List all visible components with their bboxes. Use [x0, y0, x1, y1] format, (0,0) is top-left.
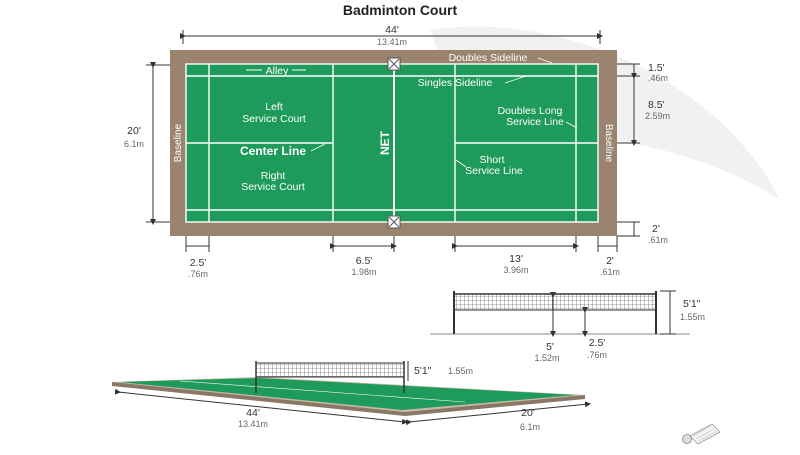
svg-text:1.5': 1.5'	[648, 62, 665, 74]
right-service-court-line2: Service Court	[241, 181, 305, 193]
net-label: NET	[378, 130, 392, 155]
dim-length-m: 13.41m	[377, 37, 407, 47]
svg-text:13.41m: 13.41m	[238, 419, 268, 429]
dim-short-to-long: 13' 3.96m	[452, 236, 579, 275]
svg-text:1.55m: 1.55m	[448, 366, 473, 376]
svg-text:44': 44'	[246, 407, 260, 419]
baseline-left-label: Baseline	[173, 123, 184, 162]
dim-width-m: 6.1m	[124, 139, 144, 149]
dim-service-depth: 8.5' 2.59m	[617, 73, 670, 146]
right-service-court-line1: Right	[261, 170, 286, 182]
svg-text:6.1m: 6.1m	[520, 422, 540, 432]
alley-label: Alley	[246, 65, 306, 77]
svg-text:1.98m: 1.98m	[351, 267, 376, 277]
svg-text:5'1": 5'1"	[683, 298, 701, 310]
doubles-long-service-line2: Service Line	[506, 116, 564, 128]
svg-text:3.96m: 3.96m	[503, 265, 528, 275]
svg-text:.46m: .46m	[648, 73, 668, 83]
perspective-court: 5'1" 1.55m 44' 13.41m 20' 6.1m	[112, 361, 591, 432]
singles-sideline-label: Singles Sideline	[418, 77, 493, 89]
net-post-bottom	[387, 215, 401, 229]
baseline-right-label: Baseline	[603, 124, 614, 163]
net-post-top	[387, 57, 401, 71]
center-line-label: Center Line	[240, 144, 306, 158]
dim-net-to-short: 6.5' 1.98m	[330, 236, 397, 277]
net-side-view: 5'1" 1.55m 5' 1.52m 2.5' .76m	[430, 290, 705, 363]
left-service-court-line1: Left	[265, 101, 283, 113]
svg-text:1.55m: 1.55m	[680, 312, 705, 322]
svg-text:.61m: .61m	[648, 235, 668, 245]
svg-text:6.5': 6.5'	[356, 255, 373, 267]
svg-text:5': 5'	[546, 341, 554, 353]
short-service-line2: Service Line	[465, 165, 523, 177]
svg-text:1.52m: 1.52m	[534, 353, 559, 363]
dim-width-ft: 20'	[127, 125, 141, 137]
dim-width: 20' 6.1m	[124, 62, 170, 225]
dim-back-bottom-right: 2' .61m	[597, 236, 620, 277]
svg-text:2.5': 2.5'	[190, 257, 207, 269]
svg-text:13': 13'	[509, 253, 523, 265]
short-service-line1: Short	[479, 154, 504, 166]
shuttlecock-icon	[682, 423, 721, 445]
doubles-long-service-line1: Doubles Long	[498, 105, 563, 117]
left-service-court-line2: Service Court	[242, 113, 306, 125]
doubles-sideline-label: Doubles Sideline	[449, 52, 528, 64]
dim-length: 44' 13.41m	[180, 24, 603, 47]
dim-back-alley-right: 2' .61m	[617, 221, 668, 245]
svg-text:5'1": 5'1"	[414, 365, 432, 377]
svg-text:2.59m: 2.59m	[645, 111, 670, 121]
dim-back-alley-left: 2.5' .76m	[185, 236, 210, 279]
svg-text:.76m: .76m	[188, 269, 208, 279]
svg-text:2.5': 2.5'	[589, 337, 606, 349]
svg-text:8.5': 8.5'	[648, 99, 665, 111]
dim-length-ft: 44'	[385, 24, 399, 36]
svg-text:Alley: Alley	[266, 65, 290, 77]
svg-text:2': 2'	[606, 255, 614, 267]
diagram-title: Badminton Court	[342, 2, 458, 18]
svg-text:2': 2'	[652, 223, 660, 235]
svg-text:.61m: .61m	[600, 267, 620, 277]
svg-text:20': 20'	[521, 407, 535, 419]
svg-text:.76m: .76m	[587, 350, 607, 360]
